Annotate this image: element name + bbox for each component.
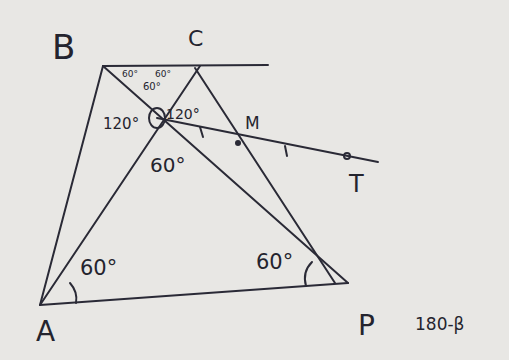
point-label: C: [188, 28, 203, 50]
segment: [40, 283, 348, 305]
note: 180-β: [415, 316, 464, 333]
angle-label: 60°: [122, 70, 138, 79]
angle-label: 60°: [80, 258, 117, 279]
point-label: M: [245, 115, 260, 132]
angle-label: 60°: [155, 70, 171, 79]
segment: [103, 66, 348, 283]
segment: [103, 65, 268, 66]
angle-label: 60°: [143, 82, 161, 92]
point-label: A: [36, 318, 55, 346]
angle-arc: [305, 262, 312, 286]
point: [235, 140, 241, 146]
point: [344, 153, 350, 159]
point-label: B: [52, 30, 75, 64]
point-label: T: [349, 172, 364, 196]
point-label: P: [358, 312, 375, 340]
angle-arc: [70, 283, 76, 303]
tick-mark: [285, 146, 287, 156]
segment: [195, 68, 335, 283]
angle-label: 120°: [166, 107, 200, 121]
angle-label: 120°: [103, 117, 139, 132]
angle-label: 60°: [256, 252, 293, 273]
segment: [157, 118, 378, 162]
angle-mark: [149, 108, 165, 128]
angle-label: 60°: [150, 155, 185, 175]
tick-mark: [200, 127, 203, 137]
segment: [40, 66, 200, 305]
